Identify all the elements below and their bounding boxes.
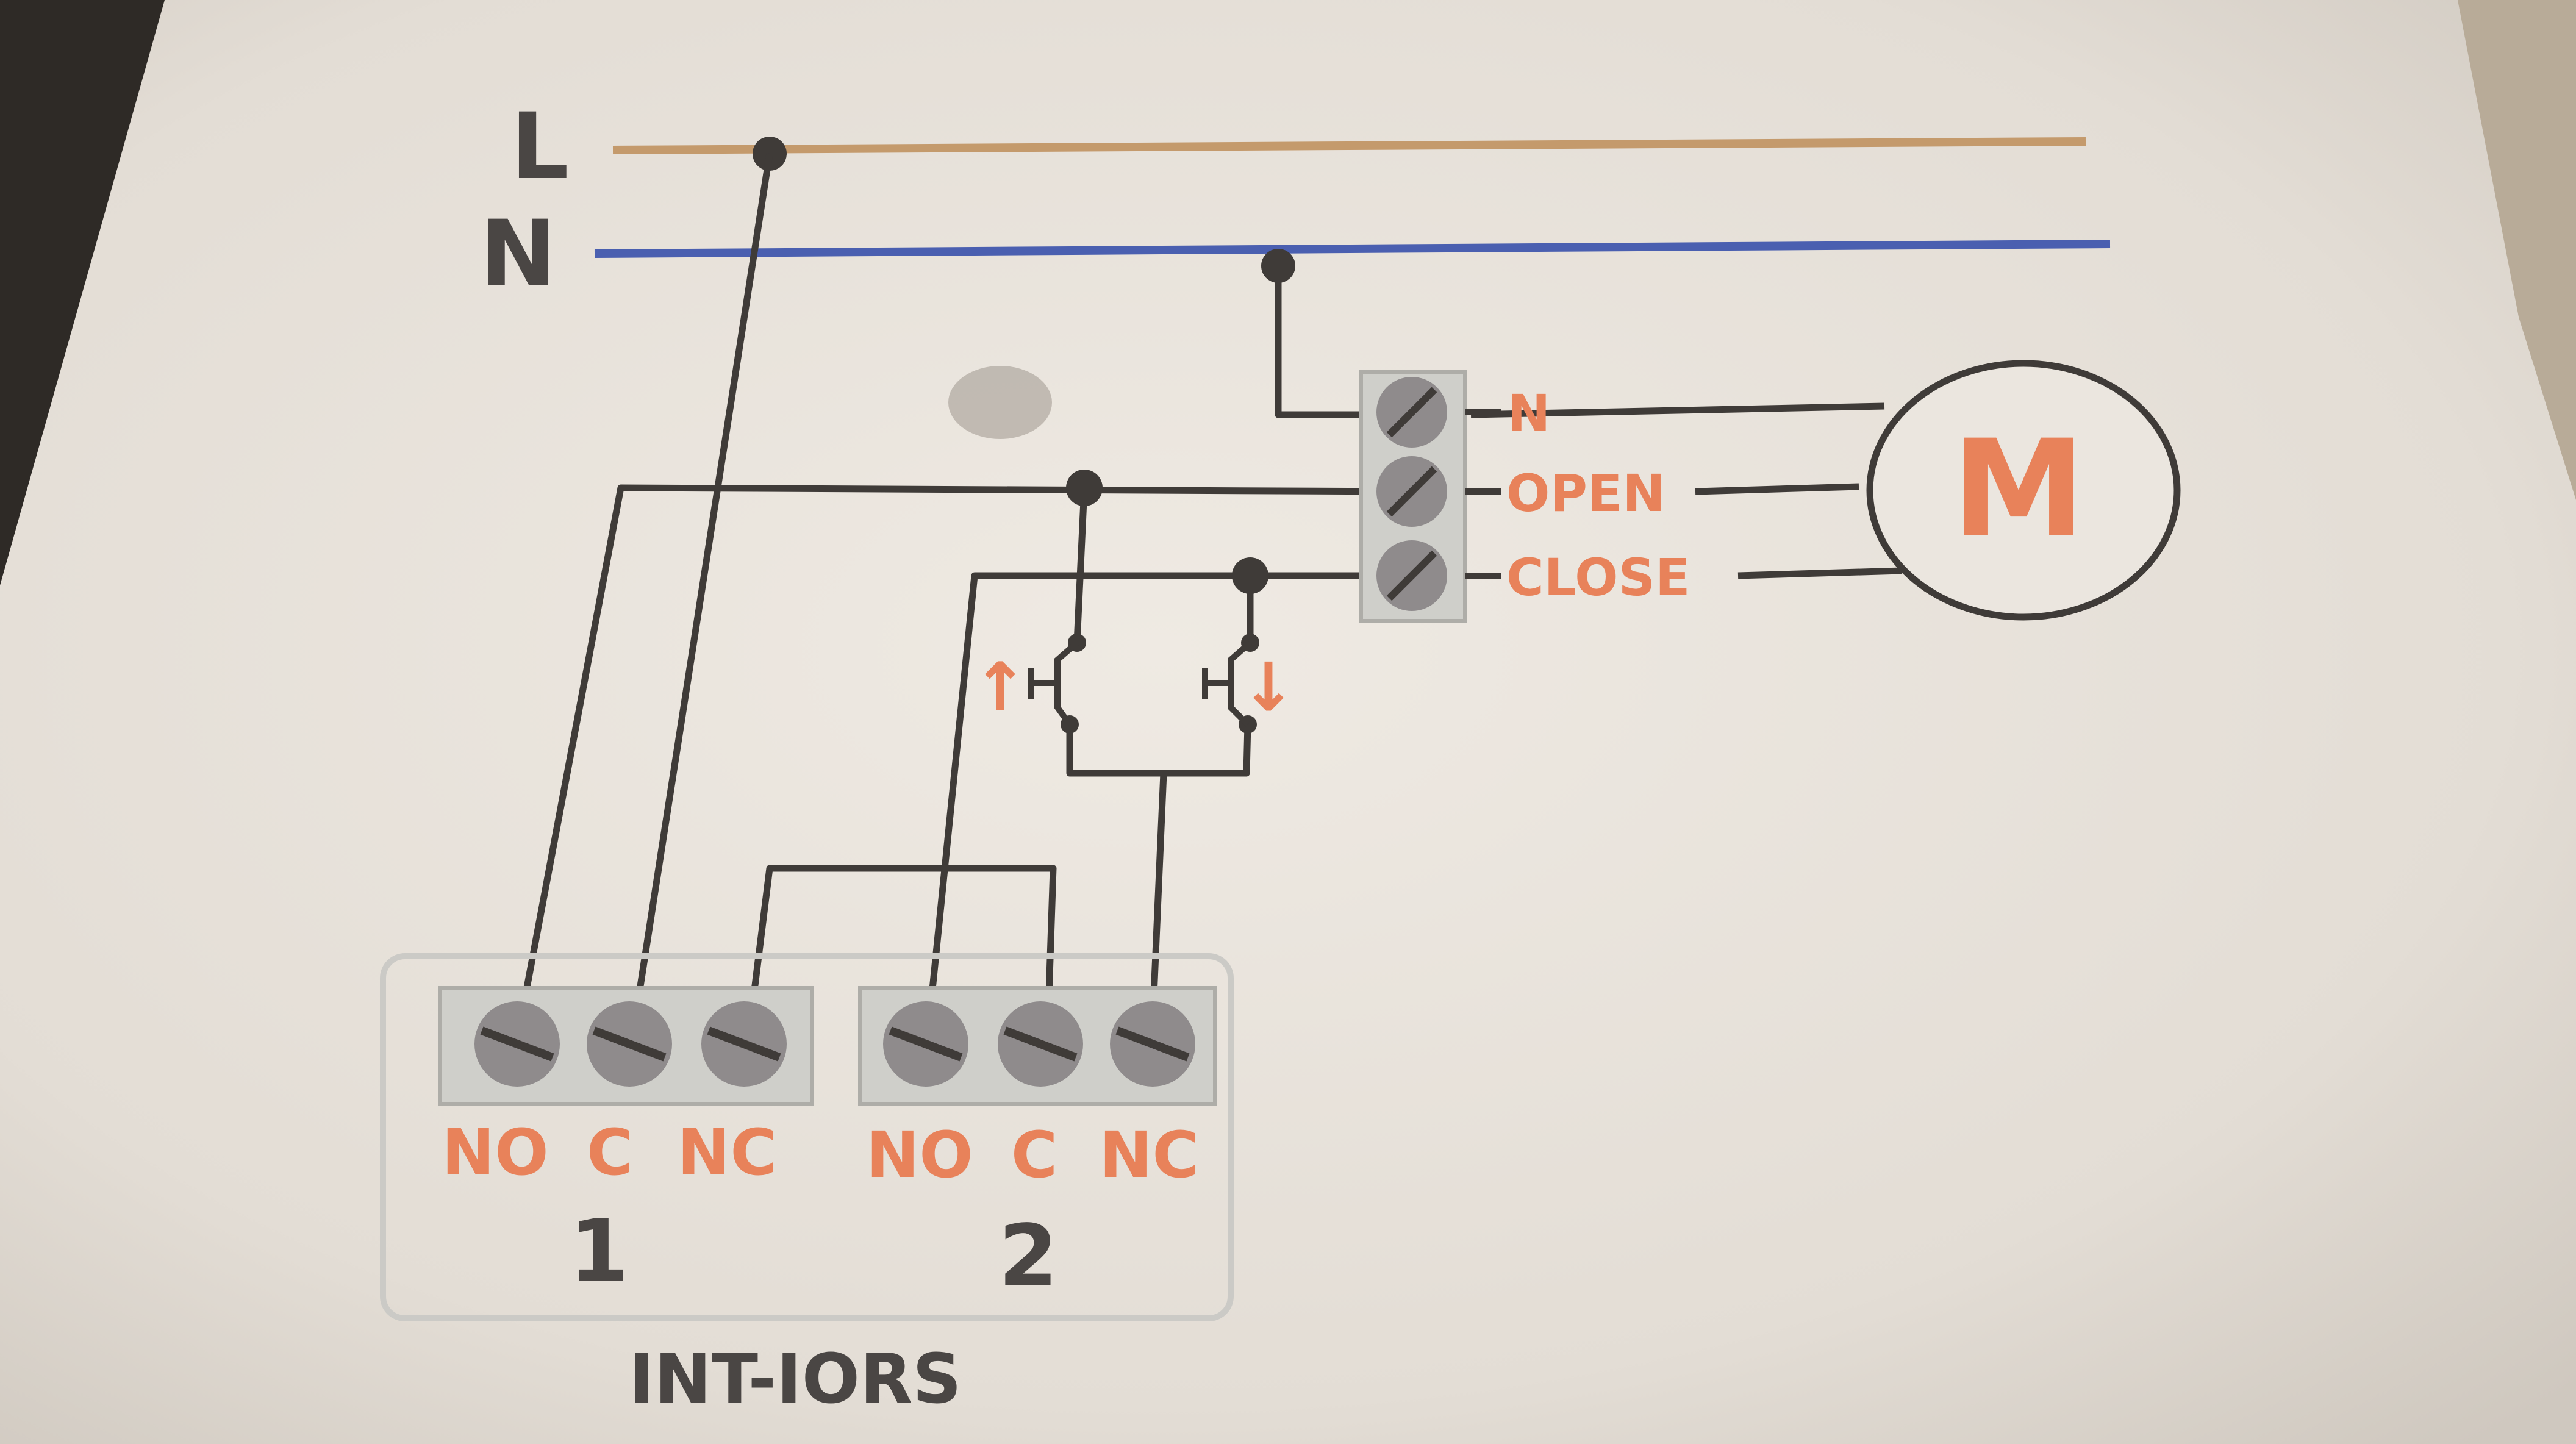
neutral-wire <box>594 240 2111 258</box>
relay1-c-label: C <box>587 1115 633 1190</box>
wire-n-to-motor <box>1470 402 1885 418</box>
relay-terminal-screws <box>474 1001 1195 1087</box>
line-label: L <box>510 94 569 200</box>
wire-switch-common <box>1066 724 1251 777</box>
line-wire <box>612 137 2086 154</box>
terminal-leads <box>1465 409 1501 579</box>
down-switch <box>1202 634 1259 734</box>
relay1-no-label: NO <box>442 1115 548 1190</box>
wire-open-to-motor <box>1695 483 1859 495</box>
paper-stain <box>948 366 1052 439</box>
relay1-number: 1 <box>569 1202 628 1301</box>
up-switch <box>1028 634 1086 734</box>
relay2-c-label: C <box>1011 1118 1057 1192</box>
close-junction-dot <box>1232 557 1268 594</box>
relay2-no-label: NO <box>866 1118 973 1192</box>
terminal-open-label: OPEN <box>1506 463 1665 523</box>
down-arrow-icon: ↓ <box>1240 648 1297 726</box>
open-junction-dot <box>1066 470 1103 506</box>
wire-no1-to-open <box>522 484 1411 995</box>
neutral-label: N <box>480 201 557 307</box>
wire-close-to-motor <box>1737 567 1902 579</box>
terminal-n-label: N <box>1508 384 1550 443</box>
wire-open-to-up-switch <box>1073 487 1088 643</box>
up-arrow-icon: ↑ <box>972 648 1028 726</box>
motor-label: M <box>1952 411 2086 567</box>
motor-terminal-screws <box>1376 377 1447 611</box>
terminal-close-label: CLOSE <box>1506 548 1690 607</box>
wire-nc1-to-c2 <box>750 865 1057 996</box>
relay1-nc-label: NC <box>677 1115 776 1190</box>
device-name: INT-IORS <box>629 1340 962 1419</box>
motor-circle <box>1866 360 2181 621</box>
int-iors-module-outline <box>380 953 1234 1321</box>
wire-line-to-c1 <box>635 153 773 995</box>
fabric-corner <box>2458 0 2576 500</box>
relay2-nc-label: NC <box>1099 1118 1198 1192</box>
relay2-number: 2 <box>998 1207 1057 1306</box>
